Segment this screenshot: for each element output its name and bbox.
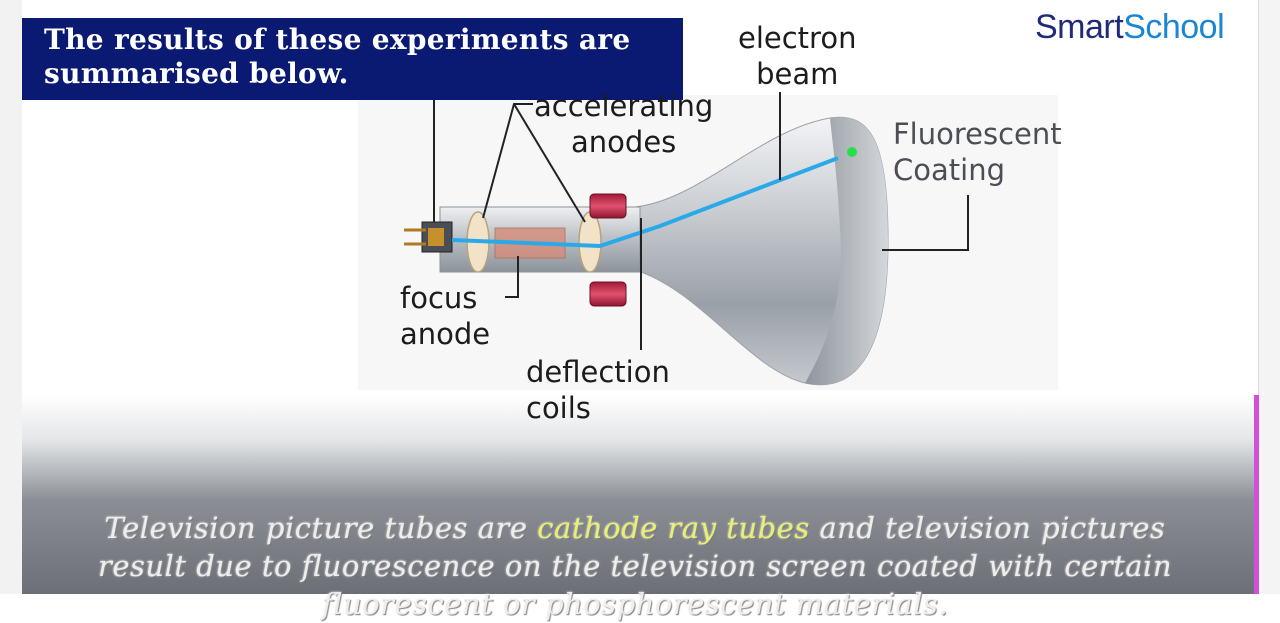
accent-bar	[1254, 395, 1259, 594]
label-deflection-coils: deflection coils	[526, 355, 670, 425]
caption-text: Television picture tubes are cathode ray…	[60, 509, 1210, 623]
brand-logo: SmartSchool	[1035, 8, 1225, 47]
deflection-coil-top	[589, 193, 627, 219]
crt-diagram	[404, 92, 969, 386]
crt-screen-face	[805, 117, 888, 385]
gun-core	[428, 228, 444, 246]
label-fluorescent-coating: Fluorescent Coating	[893, 117, 1062, 187]
beam-spot	[847, 147, 857, 157]
caption-before: Television picture tubes are	[104, 511, 538, 545]
electron-beam-line	[451, 156, 839, 249]
brand-part-1: Smart	[1035, 8, 1124, 46]
label-focus-anode: focus anode	[400, 281, 491, 351]
leader-coating	[882, 195, 969, 251]
deflection-coil-bottom	[589, 281, 627, 307]
header-banner: The results of these experiments are sum…	[22, 18, 683, 100]
label-electron-beam: electron beam	[738, 21, 857, 91]
caption-highlight: cathode ray tubes	[537, 511, 810, 545]
leader-focus	[505, 256, 519, 298]
right-border	[1258, 0, 1280, 594]
leader-accelerating-2	[513, 103, 586, 223]
brand-part-2: School	[1123, 8, 1225, 46]
electron-gun	[421, 221, 453, 253]
label-accelerating-anodes: accelerating anodes	[534, 89, 714, 159]
left-border	[0, 0, 22, 594]
anode-disk-2	[578, 211, 602, 273]
header-title: The results of these experiments are sum…	[44, 23, 631, 90]
